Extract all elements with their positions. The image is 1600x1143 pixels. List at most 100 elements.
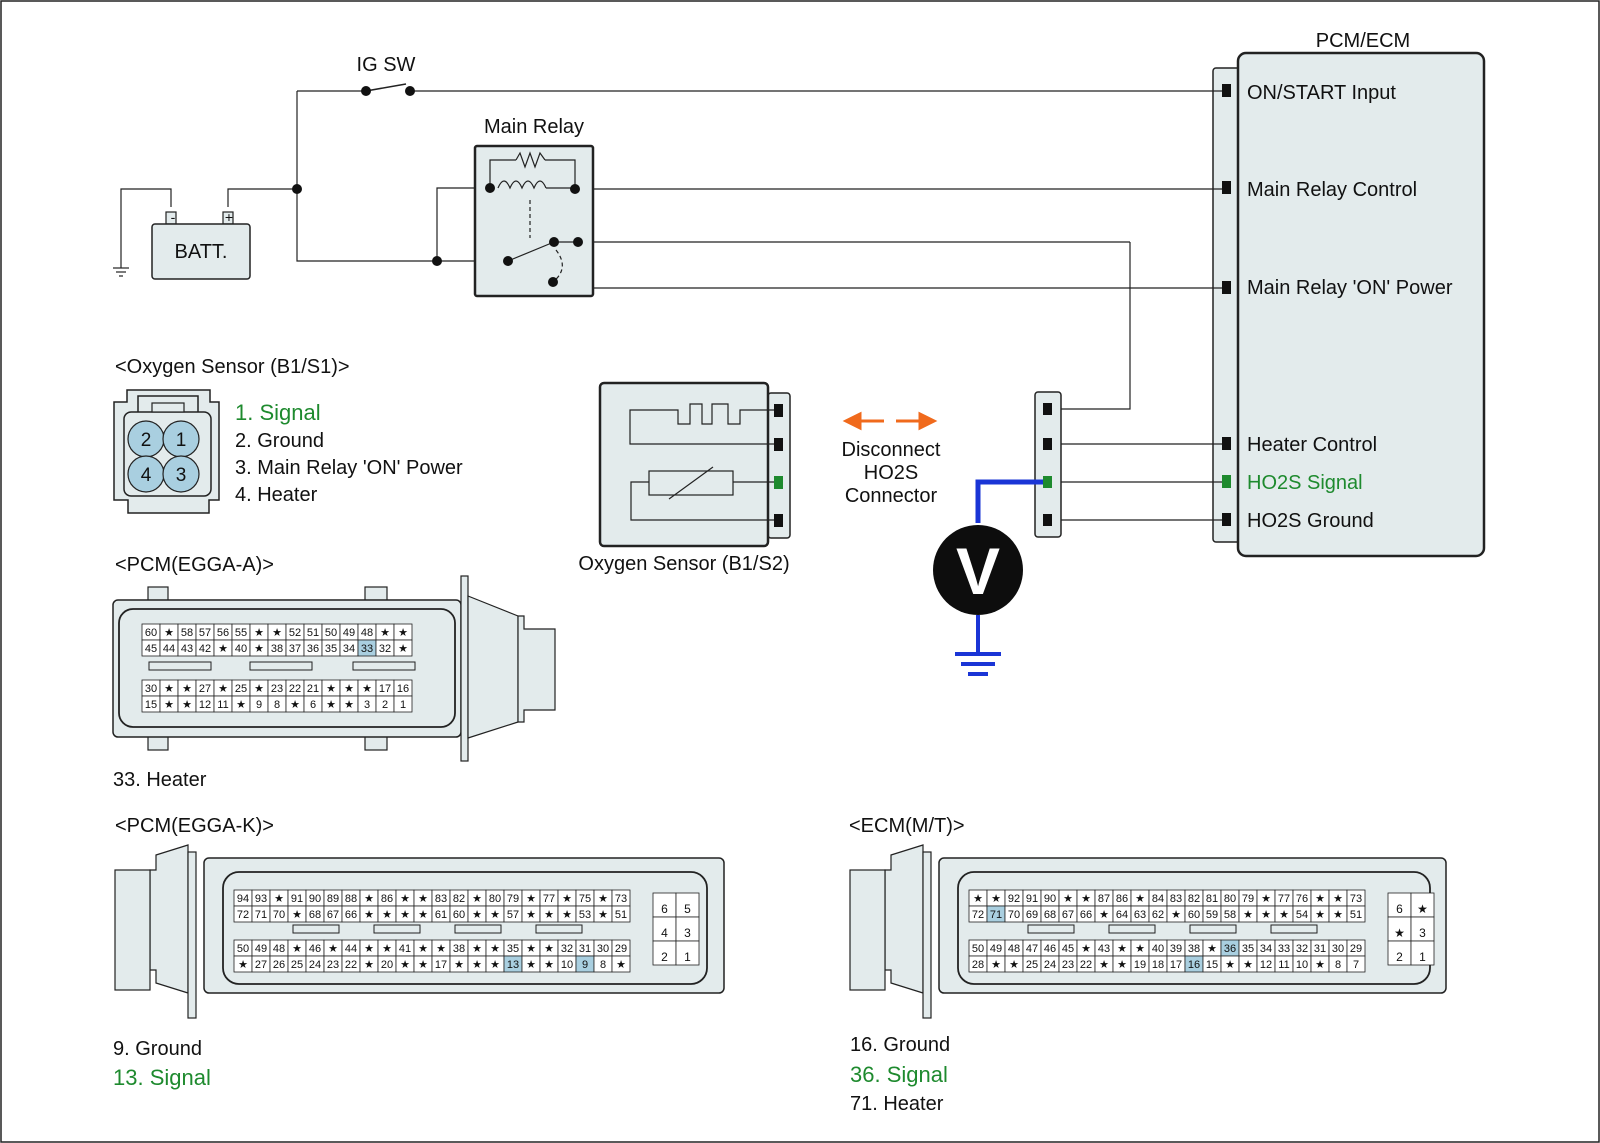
connector-pin-number: 34 <box>343 643 355 655</box>
connector-pin-number: 25 <box>1026 959 1038 971</box>
connector-pin-number: ★ <box>991 959 1001 971</box>
connector-pin-number: ★ <box>1099 959 1109 971</box>
connector-pin-number: 10 <box>561 959 573 971</box>
connector-pin-number: ★ <box>472 959 482 971</box>
connector-pin-number: 80 <box>489 893 501 905</box>
connector-pin-number: ★ <box>364 893 374 905</box>
connector-pin-number: ★ <box>562 909 572 921</box>
connector-pin-number: ★ <box>1315 959 1325 971</box>
connector-pin-number: 50 <box>325 627 337 639</box>
connector-pin-number: ★ <box>1225 959 1235 971</box>
connector-pin-number: 79 <box>507 893 519 905</box>
pcm-k-legend: 9. Ground <box>113 1038 202 1060</box>
connector-pin-number: 60 <box>145 627 157 639</box>
connector-pin-number: ★ <box>544 943 554 955</box>
connector-pin-number: 94 <box>237 893 249 905</box>
connector-pin-number: 68 <box>1044 909 1056 921</box>
connector-pin-number: 44 <box>163 643 175 655</box>
connector-pin-number: ★ <box>364 959 374 971</box>
connector-pin-number: 90 <box>309 893 321 905</box>
connector-pin-number: 3 <box>364 699 370 711</box>
connector-pin-number: 41 <box>399 943 411 955</box>
connector-pin-number: ★ <box>1261 893 1271 905</box>
connector-pin-number: 29 <box>615 943 627 955</box>
connector-pin-number: 73 <box>1350 893 1362 905</box>
connector-pin-number: ★ <box>182 699 192 711</box>
pcm-terminal-pin <box>1222 84 1231 97</box>
connector-pin-number: 24 <box>309 959 321 971</box>
ecm-mt-title: <ECM(M/T)> <box>849 815 965 837</box>
connector-pin-number: ★ <box>418 909 428 921</box>
connector-pin-number: 54 <box>1296 909 1308 921</box>
connector-pin-number: 59 <box>1206 909 1218 921</box>
connector-pin-number: ★ <box>490 959 500 971</box>
connector-pin-number: 38 <box>453 943 465 955</box>
pcm-ecm-box <box>1236 51 1486 558</box>
connector-pin-number: ★ <box>1081 893 1091 905</box>
connector-pin-number: ★ <box>382 909 392 921</box>
pcm-terminal-pin <box>1222 437 1231 450</box>
connector-pin-number: 49 <box>990 943 1002 955</box>
connector-pin-number: 71 <box>255 909 267 921</box>
o2-b1s1-pin-number: 4 <box>141 465 152 486</box>
connector-pin-number: 43 <box>181 643 193 655</box>
meter-ground-icon <box>955 615 1001 676</box>
connector-pin-number: 22 <box>1080 959 1092 971</box>
connector-pin-number: ★ <box>454 959 464 971</box>
connector-pin-number: 24 <box>1044 959 1056 971</box>
connector-pin-number: ★ <box>164 699 174 711</box>
disconnect-text: Connector <box>845 485 938 507</box>
connector-pin-number: 82 <box>1188 893 1200 905</box>
connector-pin-number: 60 <box>1188 909 1200 921</box>
o2-b1s2-sensor <box>598 381 770 548</box>
connector-pin-number: 86 <box>381 893 393 905</box>
connector-pin-number: ★ <box>1117 943 1127 955</box>
connector-pin-number: ★ <box>1333 893 1343 905</box>
connector-pin-number: 51 <box>615 909 627 921</box>
connector-pin-number: 32 <box>1296 943 1308 955</box>
pcm-terminal-label: Heater Control <box>1247 434 1377 456</box>
connector-pin-number: 50 <box>237 943 249 955</box>
o2-b1s1-latch-tab <box>151 402 185 413</box>
connector-pin-number: ★ <box>526 943 536 955</box>
ground-icon <box>113 267 129 277</box>
o2-b1s2-pin <box>774 438 783 451</box>
connector-pin-number: ★ <box>1315 893 1325 905</box>
connector-pin-number: 1 <box>400 699 406 711</box>
connector-pin-number: 38 <box>271 643 283 655</box>
connector-pin-number: 16 <box>397 683 409 695</box>
connector-pin-number: 9 <box>256 699 262 711</box>
connector-pin-number: ★ <box>400 893 410 905</box>
connector-pin-cell <box>393 695 413 713</box>
o2-b1s2-pin <box>774 476 783 489</box>
pcm-terminal-pin <box>1222 475 1231 488</box>
voltmeter <box>933 525 1023 615</box>
meter-probe-wire <box>975 479 1043 523</box>
ho2s-harness-connector <box>1034 391 1062 538</box>
connector-pin-number: 72 <box>972 909 984 921</box>
connector-pin-number: 35 <box>1242 943 1254 955</box>
connector-pin-number: ★ <box>164 627 174 639</box>
connector-pin-number: 4 <box>661 926 668 940</box>
connector-pin-number: 57 <box>507 909 519 921</box>
connector-pin-number: 52 <box>289 627 301 639</box>
connector-pin-number: ★ <box>164 683 174 695</box>
relay-nodes <box>485 183 583 287</box>
connector-pin-number: 33 <box>1278 943 1290 955</box>
connector-pin-number: ★ <box>398 643 408 655</box>
connector-pin-number: 18 <box>1152 959 1164 971</box>
connector-pin-number: 60 <box>453 909 465 921</box>
disconnect-text: Disconnect <box>842 439 941 461</box>
connector-pin-number: ★ <box>236 699 246 711</box>
connector-pin-number: 35 <box>507 943 519 955</box>
o2-b1s1-pin <box>162 455 200 493</box>
ecm-mt-legend: 71. Heater <box>850 1093 944 1115</box>
connector-pin-cell <box>1346 905 1366 923</box>
connector-pin-number: 49 <box>255 943 267 955</box>
pcm-k-connector <box>114 844 725 1019</box>
ecm-mt-legend-signal: 36. Signal <box>850 1062 948 1087</box>
connector-pin-number: 22 <box>345 959 357 971</box>
connector-pin-number: ★ <box>526 909 536 921</box>
connector-pin-number: 15 <box>145 699 157 711</box>
